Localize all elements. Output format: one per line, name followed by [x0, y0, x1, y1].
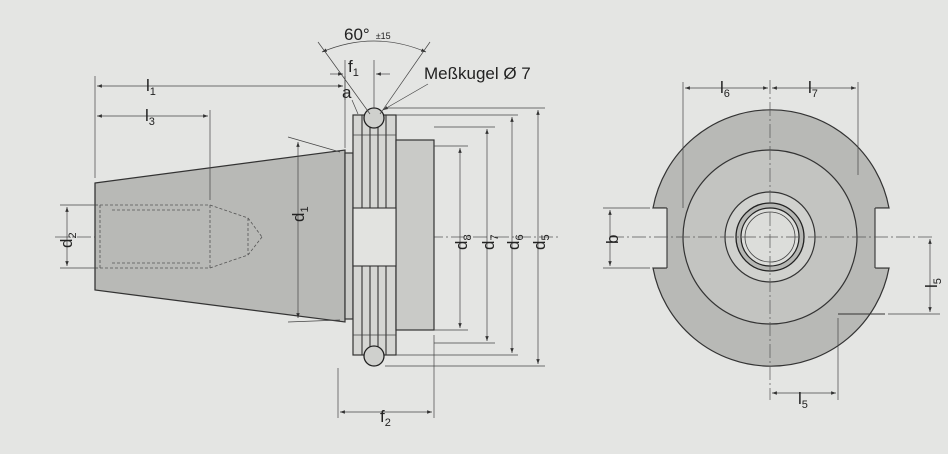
- dim-l5-horizontal: [772, 318, 839, 400]
- dim-l3: [97, 110, 211, 200]
- label-d2: d2: [57, 232, 79, 248]
- dim-l5-vertical: [888, 239, 940, 315]
- label-l3: l3: [145, 106, 155, 128]
- flange-step: [395, 139, 435, 331]
- label-l6: l6: [720, 78, 730, 100]
- taper-shank: [94, 149, 346, 323]
- front-view: l6 l7 b l5 l5: [603, 78, 944, 411]
- label-d1: d1: [289, 206, 311, 222]
- measuring-ball-bottom: [363, 345, 385, 367]
- label-a: a: [342, 83, 352, 102]
- label-l1: l1: [146, 76, 156, 98]
- measuring-ball-top: [363, 107, 385, 129]
- label-f1: f1: [348, 57, 359, 79]
- label-l5-vertical: l5: [922, 278, 944, 288]
- label-d6: d6: [504, 234, 526, 250]
- collar-neck: [344, 152, 354, 320]
- label-l7: l7: [808, 78, 818, 100]
- dim-b: [603, 207, 650, 269]
- dim-d1: [287, 136, 341, 323]
- internal-thread: [99, 204, 263, 269]
- label-f2: f2: [380, 407, 391, 429]
- dim-f1: [330, 60, 390, 108]
- label-b: b: [603, 235, 622, 244]
- label-l5-horizontal: l5: [798, 389, 808, 411]
- extension-lines-right: [385, 107, 545, 367]
- label-measuring-ball: Meßkugel Ø 7: [424, 64, 531, 83]
- drive-slot: [352, 207, 397, 267]
- label-d7: d7: [479, 234, 501, 250]
- label-angle: 60°±15: [344, 25, 391, 44]
- label-d5: d5: [530, 234, 552, 250]
- label-d8: d8: [452, 234, 474, 250]
- dim-angle: [317, 40, 431, 115]
- dim-f2: [337, 335, 435, 418]
- side-view: l1 l3 d2 d1 a 60°±15: [55, 25, 560, 429]
- dim-d2: [60, 204, 98, 269]
- dim-l6-l7: [682, 82, 859, 208]
